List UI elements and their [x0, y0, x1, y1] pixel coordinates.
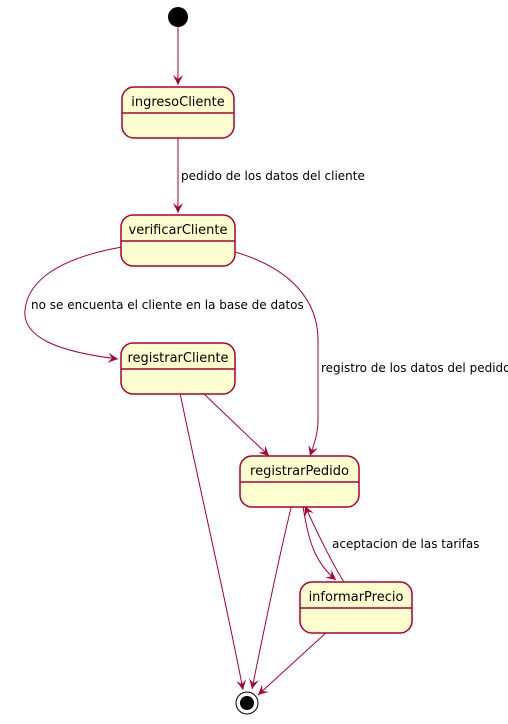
label-no-se-encuenta-cliente: no se encuenta el cliente en la base de …: [31, 298, 304, 312]
state-informarPrecio[interactable]: informarPrecio: [299, 581, 413, 634]
state-name: verificarCliente: [129, 223, 228, 238]
state-name: registrarCliente: [127, 351, 228, 366]
state-registrarPedido[interactable]: registrarPedido: [239, 455, 360, 508]
transition-verificarCliente-to-registrarPedido: [234, 251, 319, 457]
final-state: [235, 691, 259, 715]
state-name: ingresoCliente: [131, 95, 225, 110]
transition-verificarCliente-to-registrarCliente: [24, 246, 123, 363]
transition-informarPrecio-to-registrarPedido: [304, 505, 345, 583]
label-pedido-datos-cliente: pedido de los datos del cliente: [181, 169, 365, 183]
transition-labels: pedido de los datos del cliente no se en…: [31, 169, 508, 551]
state-registrarCliente[interactable]: registrarCliente: [120, 342, 236, 395]
transition-registrarPedido-to-informarPrecio: [302, 505, 337, 581]
label-aceptacion-tarifas: aceptacion de las tarifas: [332, 537, 479, 551]
initial-state: [168, 7, 188, 27]
label-registro-datos-pedido: registro de los datos del pedido: [321, 361, 508, 375]
state-ingresoCliente[interactable]: ingresoCliente: [121, 86, 235, 139]
state-verificarCliente[interactable]: verificarCliente: [120, 214, 236, 267]
transition-registrarPedido-to-end: [249, 503, 293, 690]
transition-registrarCliente-to-registrarPedido: [202, 392, 270, 457]
transitions: [24, 27, 345, 696]
transition-informarPrecio-to-end: [257, 630, 329, 696]
state-name: registrarPedido: [250, 464, 349, 479]
transition-registrarCliente-to-end: [179, 392, 247, 691]
state-name: informarPrecio: [309, 590, 404, 605]
